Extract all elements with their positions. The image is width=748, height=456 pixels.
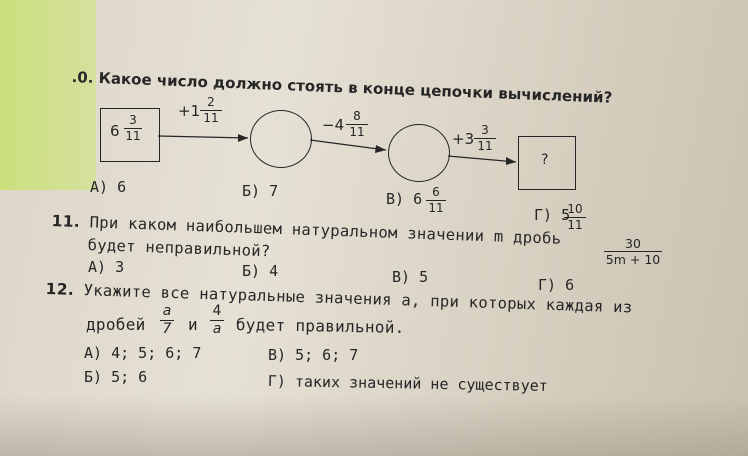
result-box [518,136,576,190]
q10-option-c-num: 6 [432,185,440,199]
result-mark: ? [541,152,549,168]
step3-fraction: 3 11 [474,124,496,153]
start-num: 3 [129,113,137,127]
step1-sign: +1 [178,102,201,120]
q12-fraction-2: 4 a [210,304,224,337]
page-shadow [0,395,748,456]
start-den: 11 [125,129,141,143]
q10-option-c-den: 11 [428,201,444,215]
q11-option-a[interactable]: А) 3 [88,258,125,276]
start-fraction: 3 11 [124,114,142,143]
q12-option-b[interactable]: Б) 5; 6 [84,368,148,386]
step3-sign: +3 [452,130,475,148]
q11-option-c[interactable]: В) 5 [392,268,429,286]
q10-option-d[interactable]: Г) 5 [534,206,571,224]
q12-fraction-1: a 7 [160,304,174,337]
q12-f1-den: 7 [162,321,172,337]
q12-line2-post: будет правильной. [235,315,405,337]
q11-frac-num: 30 [625,236,641,251]
step3-den: 11 [477,139,493,153]
q10-option-a[interactable]: А) 6 [90,178,127,196]
q12-option-a[interactable]: А) 4; 5; 6; 7 [84,344,202,362]
step1-num: 2 [207,95,215,109]
q12-f1-num: a [162,303,172,319]
chain-circle-1 [250,110,312,168]
q11-fraction: 30 5m + 10 [604,237,662,266]
q11-number: 11. [51,212,81,231]
step2-fraction: 8 11 [346,110,368,139]
step2-sign: −4 [322,116,345,134]
q10-option-c-fraction: 6 11 [426,186,446,215]
start-whole: 6 [110,122,120,140]
q10-option-d-den: 11 [567,218,583,232]
step2-num: 8 [353,109,361,123]
step2-den: 11 [349,125,365,139]
q11-option-d[interactable]: Г) 6 [538,276,575,294]
q12-f2-num: 4 [212,303,222,319]
q12-f2-den: a [212,321,222,337]
q12-option-c[interactable]: В) 5; 6; 7 [268,346,359,364]
q10-option-c[interactable]: В) 6 [386,190,423,208]
start-box [100,108,160,162]
q10-option-b[interactable]: Б) 7 [242,182,279,200]
q12-number: 12. [45,280,75,299]
step1-den: 11 [203,111,219,125]
chain-circle-2 [388,124,450,182]
q12-line2-pre: дробей [86,315,146,334]
q12-and: и [188,315,198,334]
step3-num: 3 [481,123,489,137]
q11-frac-den: 5m + 10 [605,252,661,267]
q10-option-d-num: 10 [567,202,583,216]
step1-fraction: 2 11 [200,96,222,125]
highlighter-mark [0,0,96,190]
q10-option-d-fraction: 10 11 [564,203,586,232]
q11-option-b[interactable]: Б) 4 [242,262,279,280]
